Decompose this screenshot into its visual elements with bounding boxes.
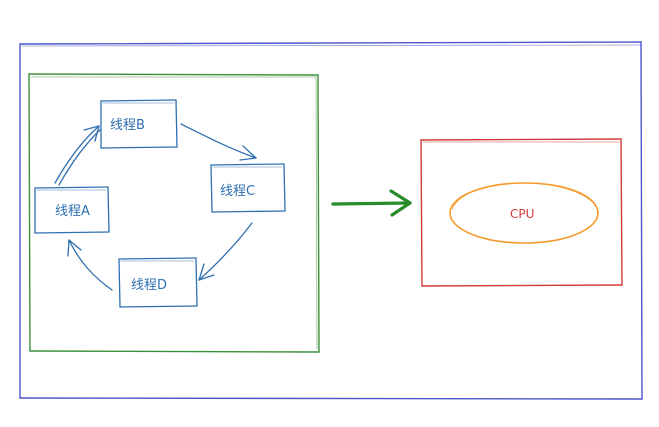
cpu-frame bbox=[420, 138, 623, 287]
arrow-b-to-c bbox=[180, 123, 257, 161]
thread-a-label: 线程A bbox=[55, 204, 90, 219]
thread-c-node: 线程C bbox=[210, 163, 286, 213]
schedule-arrow bbox=[331, 189, 412, 217]
outer-frame bbox=[19, 41, 643, 400]
cpu-core bbox=[449, 182, 599, 244]
thread-group-frame bbox=[28, 73, 320, 353]
arrow-a-to-b bbox=[54, 125, 102, 186]
thread-b-node: 线程B bbox=[100, 99, 178, 149]
thread-d-label: 线程D bbox=[131, 278, 167, 293]
thread-c-label: 线程C bbox=[220, 184, 255, 199]
thread-d-node: 线程D bbox=[118, 257, 198, 308]
thread-b-label: 线程B bbox=[110, 118, 145, 133]
cpu-label: CPU bbox=[510, 207, 534, 221]
thread-a-node: 线程A bbox=[34, 186, 110, 234]
arrow-c-to-d bbox=[198, 222, 253, 281]
arrow-d-to-a bbox=[67, 239, 113, 291]
